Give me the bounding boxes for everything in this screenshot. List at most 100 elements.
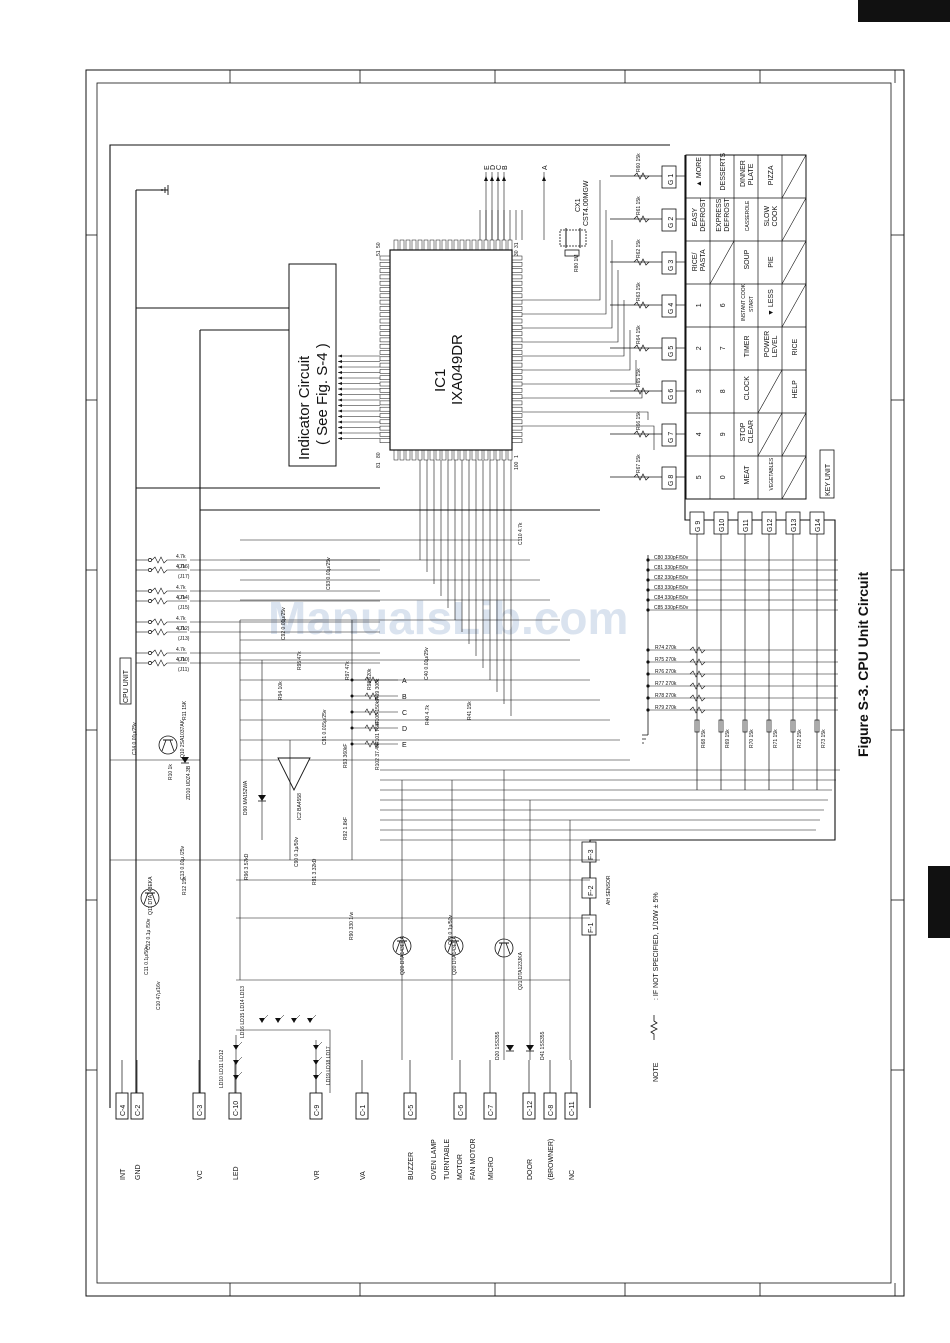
- g-resistor: [633, 215, 650, 223]
- led-symbol: [259, 1018, 265, 1023]
- ic1-pin: [411, 239, 417, 251]
- ic1-pin: [379, 280, 391, 286]
- led-emission: [237, 1041, 243, 1047]
- node-resistor: [364, 740, 379, 748]
- ic1-pin-1: 1: [514, 455, 520, 458]
- led-emission: [295, 1014, 301, 1020]
- g-resistor-label: R69 15k: [725, 729, 731, 748]
- ic1-pin: [511, 375, 523, 380]
- indicator-ref: ( See Fig. S-4 ): [314, 343, 331, 445]
- ic1-pin: [511, 400, 523, 406]
- key-label: 9: [720, 432, 727, 436]
- node-resistor: [364, 692, 379, 700]
- part-c12: C12 0.1μ /50v: [146, 918, 152, 950]
- g-terminal-label: G 5: [668, 346, 675, 357]
- ic1-pin: [511, 312, 523, 317]
- ic1-pin: [511, 262, 523, 267]
- g-resistor-label: R62 15k: [636, 239, 642, 258]
- ic1-pin: [511, 268, 523, 273]
- ic1-pin: [471, 449, 477, 461]
- jumper-res-label: 4.7k: [176, 626, 186, 632]
- part-c11: C11 0.1μ/50v: [144, 945, 150, 975]
- indicator-arrow: [338, 382, 342, 385]
- connector-pin-label: C-12: [527, 1101, 534, 1116]
- connector-label: MICRO: [488, 1156, 495, 1180]
- key-empty-cell: [709, 240, 735, 285]
- ic1-pin: [465, 449, 471, 461]
- key-label: DEFROST: [724, 198, 731, 232]
- g-terminal-label: G11: [743, 519, 750, 532]
- key-label: TIMER: [744, 335, 751, 357]
- ic1-pin: [507, 449, 513, 461]
- jumper-label: (J11): [178, 667, 189, 673]
- transistor-lead: [505, 942, 511, 955]
- ic1-pin: [379, 255, 391, 261]
- ic1-pin: [405, 449, 411, 461]
- connector-label: (BROWNER): [548, 1139, 555, 1180]
- bank-cap-label: C85 330pF/50v: [654, 605, 689, 611]
- ic1-pin-31: 31: [514, 242, 520, 248]
- led-group-a: LD10 LD11 LD12: [219, 1050, 225, 1088]
- ic1-pin: [511, 293, 523, 299]
- ic1-pin-50: 50: [376, 242, 382, 248]
- led-symbol: [307, 1018, 313, 1023]
- ic1-pin: [501, 239, 507, 251]
- transistor-symbol: [158, 735, 178, 755]
- indicator-arrow: [338, 426, 342, 429]
- bank-res-label: R74 270k: [655, 645, 677, 651]
- led-symbol: [275, 1018, 281, 1023]
- jumper-res-label: 4.7k: [176, 564, 186, 570]
- g-terminal-label: G 4: [668, 303, 675, 314]
- key-label: DESSERTS: [720, 153, 727, 191]
- ic1-pin: [379, 413, 391, 418]
- g-terminal-label: G14: [815, 519, 822, 532]
- key-label: 4: [696, 432, 703, 436]
- key-label: PIZZA: [768, 165, 775, 185]
- connector-label: LED: [233, 1166, 240, 1180]
- jumper-label: (J16): [178, 564, 190, 570]
- g-resistor: [633, 473, 650, 481]
- ic1-pin: [511, 394, 523, 399]
- key-label: 8: [720, 389, 727, 393]
- g-resistor: [694, 719, 700, 733]
- bank-resistor: [689, 670, 706, 678]
- connector-label: TURNTABLE: [444, 1139, 451, 1180]
- jumper-res-label: 4.7k: [176, 616, 186, 622]
- frame-ticks: [86, 70, 904, 1296]
- connector-pin-label: C-1: [360, 1105, 367, 1116]
- ic1-pin: [379, 268, 391, 273]
- key-empty-cell: [757, 369, 783, 414]
- ic1-pin: [441, 239, 447, 251]
- key-label: CASSEROLE: [745, 200, 751, 231]
- ic1-pin: [379, 356, 391, 362]
- ic1-pin: [429, 239, 435, 251]
- key-label: ▼ LESS: [768, 289, 775, 316]
- key-label: START: [749, 296, 755, 312]
- g-resistor: [766, 719, 772, 733]
- transistor-lead: [455, 940, 461, 953]
- ic1-pin: [511, 413, 523, 418]
- signal-label-b: B: [502, 165, 509, 170]
- part-q21: Q21 DTA123JKA: [518, 951, 524, 990]
- diode-symbol: [506, 1045, 514, 1051]
- ic1-pin-51: 51: [376, 250, 382, 256]
- ic1-pin: [379, 432, 391, 437]
- jumper-resistor: [151, 618, 187, 626]
- key-empty-cell: [781, 455, 807, 500]
- part-c40: C40 0.01μ/25v: [424, 647, 430, 680]
- connector-label: NC: [569, 1170, 576, 1180]
- jumper-node: [148, 651, 152, 655]
- signal-arrow: [542, 176, 546, 181]
- transistor-lead: [143, 892, 149, 905]
- jumper-resistor: [151, 597, 187, 605]
- ic1-pin: [417, 449, 423, 461]
- jumper-label: (J17): [178, 574, 190, 580]
- signal-label-e: E: [484, 165, 491, 170]
- g-resistor-label: R71 15k: [773, 729, 779, 748]
- bank-res-label: R77 270k: [655, 681, 677, 687]
- part-r12: R12 15k: [182, 876, 188, 895]
- part-d20: D20 1SS355: [495, 1031, 501, 1060]
- connector-label: MOTOR: [457, 1154, 464, 1180]
- indicator-arrow: [338, 387, 342, 391]
